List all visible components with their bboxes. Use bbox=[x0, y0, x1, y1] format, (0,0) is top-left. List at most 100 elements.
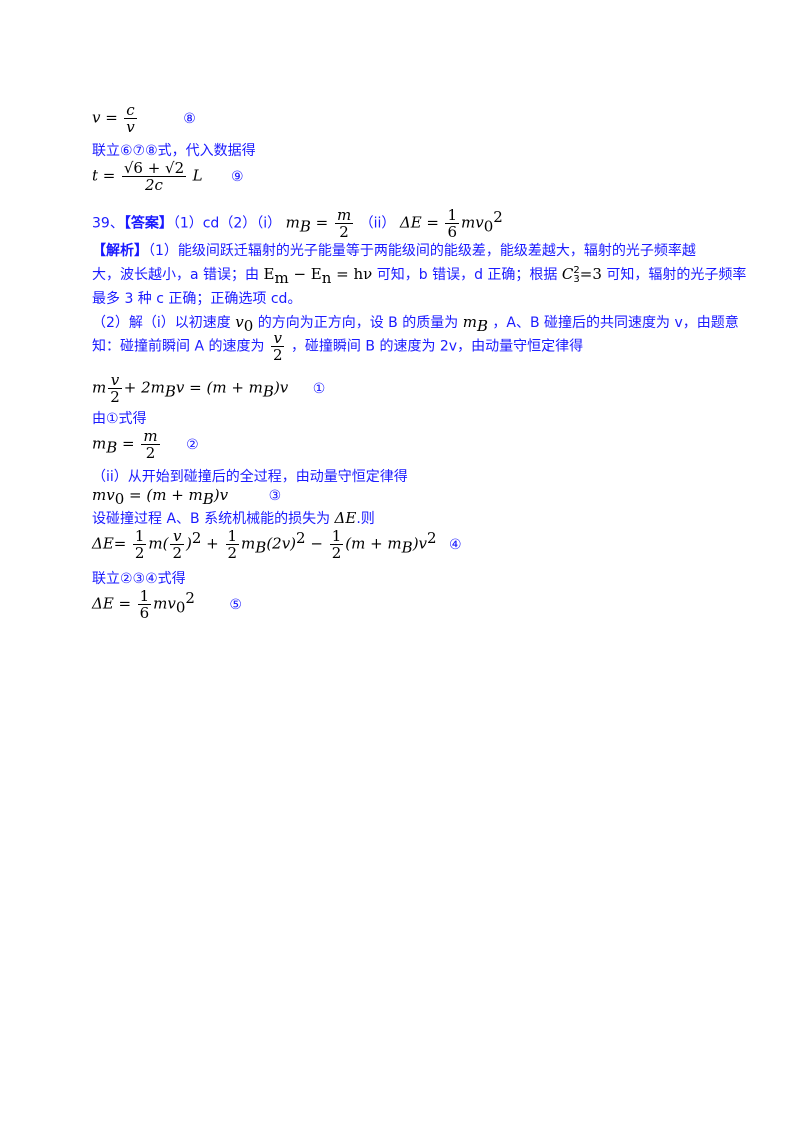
answer-de-fraction: 1 6 bbox=[445, 207, 459, 240]
eq4-plus: + bbox=[201, 534, 224, 553]
eq3-rest2: )v bbox=[213, 486, 229, 504]
answer-mb: m bbox=[285, 213, 300, 232]
equation-1: m v 2 + 2mBv = (m + mB)v ① bbox=[92, 372, 325, 405]
equation-5: ΔE = 1 6 mv02 ⑤ bbox=[92, 588, 242, 621]
combination-sub: 3 bbox=[573, 274, 580, 285]
eq4-t1b: ) bbox=[185, 534, 192, 553]
eq9-tail: L bbox=[192, 166, 203, 185]
eq5-num: 1 bbox=[137, 587, 152, 605]
eq9-fraction: √6 + √2 2c bbox=[121, 159, 187, 194]
energy-sub-n: n bbox=[321, 268, 332, 287]
eq1-fraction: v 2 bbox=[108, 372, 122, 405]
eq1-rest: + 2m bbox=[123, 378, 165, 397]
eq5-den: 6 bbox=[139, 604, 150, 622]
part2-v-half-den: 2 bbox=[272, 346, 283, 364]
eq3-sub2: B bbox=[202, 489, 214, 508]
eq4-f3-num: 1 bbox=[225, 527, 240, 545]
line-energy-loss: 设碰撞过程 A、B 系统机械能的损失为 ΔE.则 bbox=[92, 508, 375, 528]
answer-mb-fraction: m 2 bbox=[334, 207, 354, 241]
analysis-line-2: 大，波长越小，a 错误；由 Em − En = hν 可知，b 错误，d 正确；… bbox=[92, 264, 746, 287]
eq2-sub: B bbox=[106, 438, 118, 457]
eq4-t3: m bbox=[241, 534, 256, 553]
eq8-lhs: v = bbox=[92, 108, 118, 127]
eq1-rest2: v = (m + m bbox=[175, 378, 263, 397]
eq1-marker: ① bbox=[312, 380, 326, 397]
eq1-sub: B bbox=[164, 382, 176, 401]
eq5-marker: ⑤ bbox=[229, 596, 242, 613]
part2-mb-sub: B bbox=[476, 316, 488, 335]
eq4-t3sub: B bbox=[255, 538, 267, 557]
line-part-ii: （ii）从开始到碰撞后的全过程，由动量守恒定律得 bbox=[92, 469, 408, 485]
answer-de-lhs: ΔE = bbox=[399, 213, 439, 232]
part2-v-half: v 2 bbox=[270, 330, 285, 364]
part2-text-2b: ，碰撞瞬间 B 的速度为 2v，由动量守恒定律得 bbox=[290, 338, 584, 355]
eq1-num: v bbox=[108, 372, 122, 389]
line-from-1: 由①式得 bbox=[92, 411, 147, 427]
eq4-t1sup: 2 bbox=[191, 528, 202, 547]
eq4-t5sub: B bbox=[401, 538, 413, 557]
equation-3: mv0 = (m + mB)v ③ bbox=[92, 486, 281, 508]
answer-de-sub: 0 bbox=[483, 217, 494, 236]
energy-formula-em: E bbox=[263, 265, 275, 283]
line-combine-234: 联立②③④式得 bbox=[92, 571, 186, 587]
eq2-lhs: m bbox=[92, 434, 107, 453]
part2-text-1c: ，A、B 碰撞后的共同速度为 v，由题意 bbox=[492, 315, 739, 331]
eq1-m: m bbox=[92, 378, 107, 397]
eq2-fraction: m 2 bbox=[141, 427, 160, 462]
eq4-t5sup: 2 bbox=[427, 528, 437, 547]
energy-loss-text: 设碰撞过程 A、B 系统机械能的损失为 bbox=[92, 511, 331, 527]
analysis-text-2d: 可知，辐射的光子频率 bbox=[606, 267, 747, 283]
combination-value: =3 bbox=[579, 265, 602, 283]
eq2-den: 2 bbox=[145, 444, 156, 462]
answer-mb-eq: = bbox=[310, 213, 333, 232]
eq4-f3-den: 2 bbox=[227, 544, 238, 562]
eq9-marker: ⑨ bbox=[231, 168, 244, 185]
eq3-lhs: mv bbox=[92, 486, 115, 504]
analysis-text-2a: 大，波长越小，a 错误；由 bbox=[92, 267, 260, 283]
answer-de-tail: mv bbox=[461, 213, 484, 232]
answer-de-sup: 2 bbox=[493, 207, 503, 226]
eq3-marker: ③ bbox=[268, 488, 282, 504]
eq1-rest3: )v bbox=[273, 378, 289, 397]
analysis-text-1: （1）能级间跃迁辐射的光子能量等于两能级间的能级差，能级差越大，辐射的光子频率越 bbox=[148, 243, 696, 259]
energy-sub-m: m bbox=[274, 268, 289, 287]
eq4-t3b: (2v) bbox=[266, 534, 297, 553]
eq4-f2-den: 2 bbox=[172, 544, 182, 562]
answer-mb-den: 2 bbox=[339, 223, 349, 241]
combination-sup: 2 bbox=[573, 265, 580, 276]
q39-answer-line: 39、【答案】（1）cd（2）（i） mB = m 2 （ii） ΔE = 1 … bbox=[92, 207, 503, 240]
eq4-f1-num: 1 bbox=[132, 527, 147, 545]
eq5-tail: mv bbox=[153, 594, 176, 613]
eq4-f1-den: 2 bbox=[134, 544, 145, 562]
part2-v0: v bbox=[235, 313, 244, 331]
part2-mb: m bbox=[462, 313, 477, 331]
eq4-f4-num: 1 bbox=[329, 527, 344, 545]
eq5-sub: 0 bbox=[175, 598, 186, 617]
eq4-lhs: ΔE= bbox=[92, 534, 127, 553]
equation-2: mB = m 2 ② bbox=[92, 428, 199, 461]
eq5-fraction: 1 6 bbox=[137, 587, 152, 622]
analysis-line-3: 最多 3 种 c 正确；正确选项 cd。 bbox=[92, 291, 302, 307]
analysis-tag: 【解析】 bbox=[92, 243, 148, 259]
eq8-denominator: v bbox=[126, 118, 135, 136]
answer-text: （1）cd（2）（i） bbox=[172, 215, 282, 232]
part2-text-1a: （2）解（i）以初速度 bbox=[92, 315, 231, 331]
energy-formula-en: − E bbox=[288, 265, 322, 283]
eq9-numerator: √6 + √2 bbox=[121, 159, 187, 177]
eq4-t5: (m + m bbox=[345, 534, 402, 553]
answer-de-num: 1 bbox=[445, 206, 459, 224]
answer-mb-sub: B bbox=[299, 217, 311, 236]
eq4-t1: m( bbox=[148, 534, 169, 553]
eq4-t5b: )v bbox=[412, 534, 428, 553]
energy-loss-symbol: ΔE bbox=[334, 509, 357, 527]
answer-ii: （ii） bbox=[359, 215, 396, 232]
energy-formula-hv: = hν bbox=[331, 265, 373, 283]
part2-text-1b: 的方向为正方向，设 B 的质量为 bbox=[257, 315, 459, 331]
eq2-num: m bbox=[141, 427, 160, 445]
eq8-fraction: c v bbox=[124, 102, 137, 136]
eq9-denominator: 2c bbox=[145, 176, 163, 194]
